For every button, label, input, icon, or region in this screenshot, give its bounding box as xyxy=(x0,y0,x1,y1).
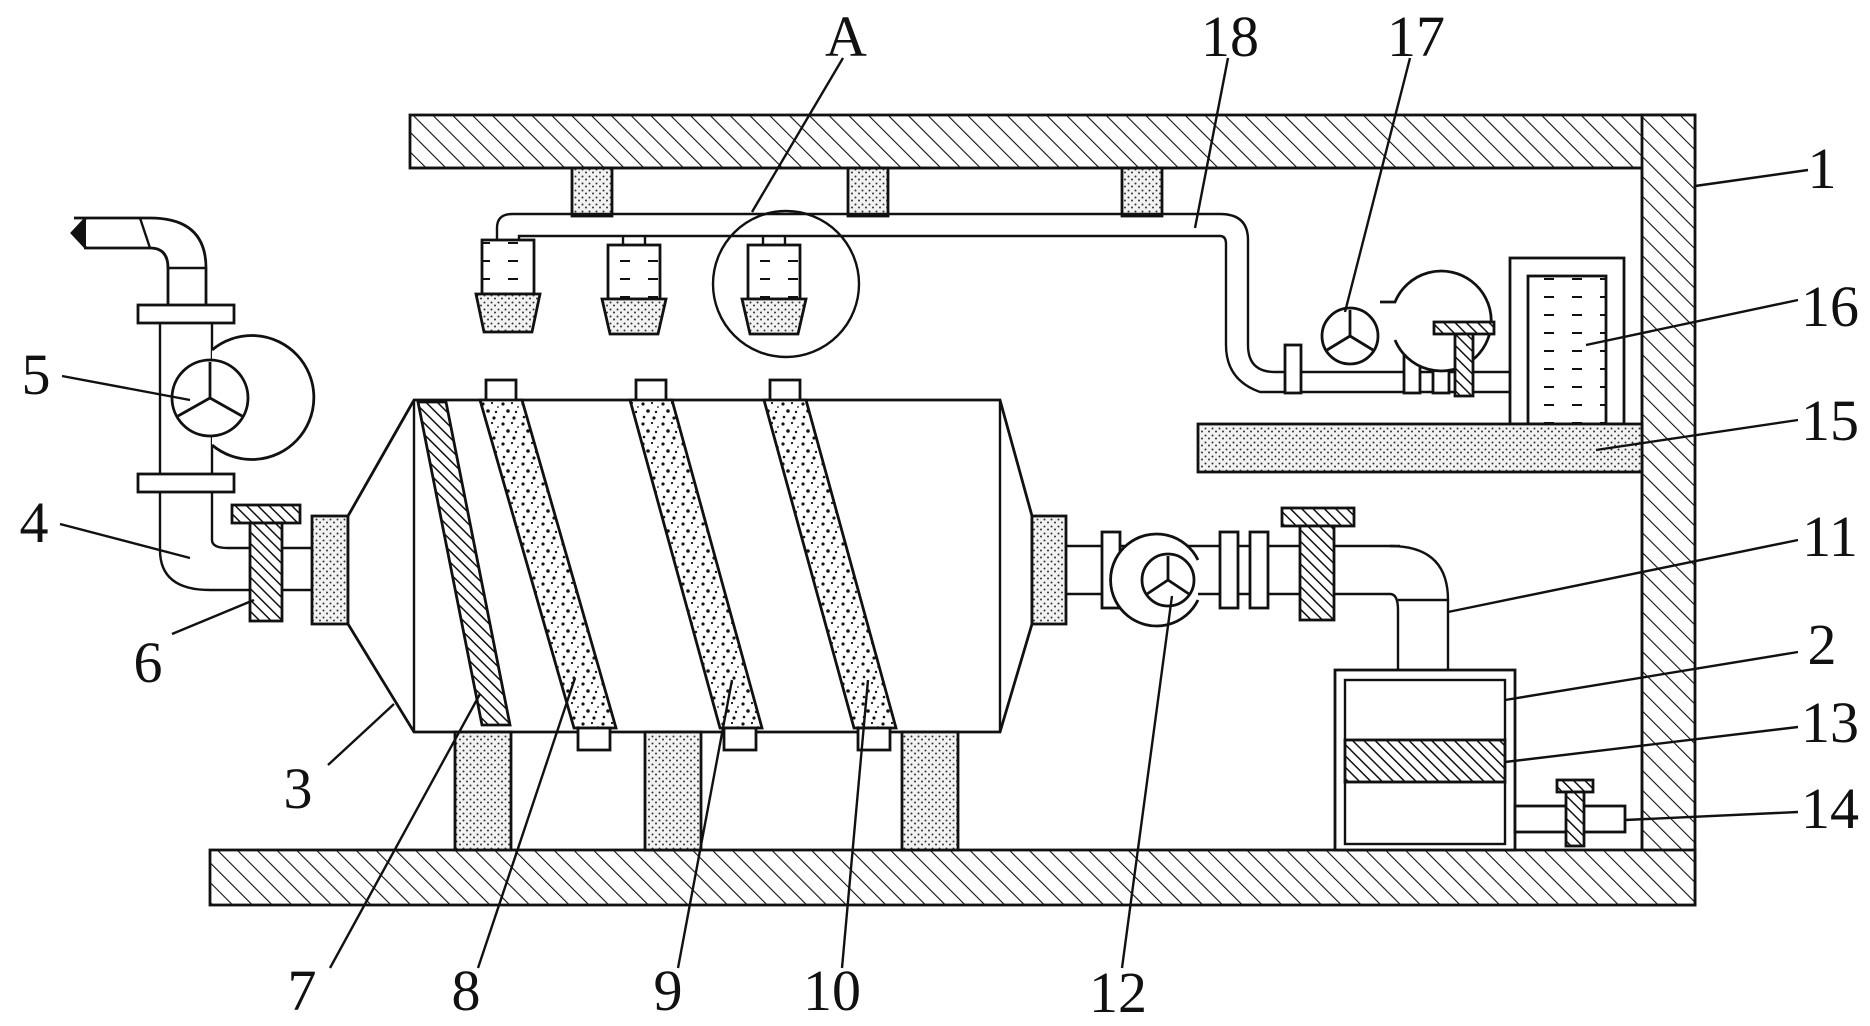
spray-nozzle-1 xyxy=(474,238,542,334)
label-15: 15 xyxy=(1801,388,1859,453)
top-hangers xyxy=(570,166,1164,218)
label-14: 14 xyxy=(1801,776,1859,841)
spray-nozzle-3 xyxy=(740,243,808,336)
filter-layer-10 xyxy=(762,378,898,752)
label-7: 7 xyxy=(288,958,317,1023)
fan-12 xyxy=(1109,532,1200,628)
outlet-pipe-11 xyxy=(1066,530,1450,670)
label-9: 9 xyxy=(654,958,683,1023)
spray-pipe xyxy=(495,212,1295,394)
label-11: 11 xyxy=(1802,504,1858,569)
shelf-15 xyxy=(1196,422,1644,474)
filter-plate-7 xyxy=(416,400,512,727)
detail-circle-a xyxy=(711,209,861,359)
label-10: 10 xyxy=(803,958,861,1023)
valve-upper xyxy=(1432,320,1496,398)
inlet-pipe xyxy=(70,216,248,592)
label-13: 13 xyxy=(1801,690,1859,755)
filter-layer-9 xyxy=(628,378,764,752)
drain-valve-14 xyxy=(1513,778,1627,848)
valve-outlet xyxy=(1280,506,1356,622)
label-5: 5 xyxy=(22,342,51,407)
label-a: A xyxy=(825,4,867,69)
vessel-supports xyxy=(453,730,960,852)
fan-5 xyxy=(170,334,316,461)
filter-layer-13 xyxy=(1343,738,1507,784)
label-12: 12 xyxy=(1089,960,1147,1025)
callout-labels: A 18 17 1 16 15 11 2 13 14 5 4 6 3 7 8 9… xyxy=(20,4,1860,1025)
label-17: 17 xyxy=(1387,4,1445,69)
valve-6 xyxy=(230,503,312,623)
label-3: 3 xyxy=(284,756,313,821)
label-18: 18 xyxy=(1201,4,1259,69)
water-tank-2 xyxy=(1333,668,1517,852)
label-4: 4 xyxy=(20,490,49,555)
label-16: 16 xyxy=(1801,274,1859,339)
label-6: 6 xyxy=(134,630,163,695)
label-2: 2 xyxy=(1808,612,1837,677)
label-1: 1 xyxy=(1808,136,1837,201)
filter-layer-8 xyxy=(478,378,618,752)
label-8: 8 xyxy=(452,958,481,1023)
spray-nozzle-2 xyxy=(600,243,668,336)
leader-lines xyxy=(59,57,1809,969)
